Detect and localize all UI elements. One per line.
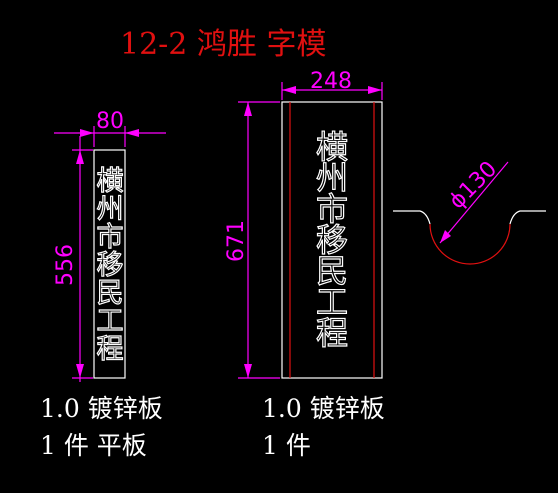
plate-small-char: 州: [97, 194, 124, 225]
section-arc: [429, 223, 511, 265]
plate-small-char: 工: [97, 306, 124, 337]
small-width-dimension: 80: [54, 109, 166, 147]
small-height-label: 556: [53, 244, 78, 286]
plate-large-char: 市: [316, 190, 348, 228]
plate-small-char: 市: [97, 222, 124, 253]
plate-small-char: 横: [97, 166, 124, 197]
large-plate-outline: [281, 101, 383, 379]
plate-small-char: 民: [97, 278, 124, 309]
plate-small-char: 移: [97, 250, 124, 281]
plate-small-char: 程: [97, 334, 124, 365]
large-width-dimension: 248: [281, 69, 383, 100]
large-height-dimension: 671: [224, 101, 280, 379]
plate-large-char: 民: [316, 252, 348, 290]
plate-large-char: 移: [316, 221, 348, 259]
section-detail: ϕ130: [393, 157, 546, 265]
plate-large-char: 工: [316, 283, 348, 321]
large-plate-material-note: 1.0 镀锌板: [262, 394, 385, 423]
diameter-label: ϕ130: [445, 157, 503, 215]
plate-large-char: 横: [316, 128, 348, 166]
small-plate-quantity-note: 1 件 平板: [40, 431, 147, 460]
small-height-dimension: 556: [53, 136, 93, 382]
plate-large-char: 州: [316, 159, 348, 197]
small-plate-material-note: 1.0 镀锌板: [40, 394, 163, 423]
plate-large-char: 程: [316, 314, 348, 352]
large-width-label: 248: [310, 69, 352, 94]
diameter-leader: [439, 161, 509, 244]
small-width-label: 80: [96, 109, 124, 134]
small-plate-outline: [93, 149, 126, 379]
large-plate-quantity-note: 1 件: [262, 431, 311, 460]
drawing-title: 12-2 鸿胜 字模: [120, 27, 326, 62]
large-height-label: 671: [224, 220, 249, 262]
